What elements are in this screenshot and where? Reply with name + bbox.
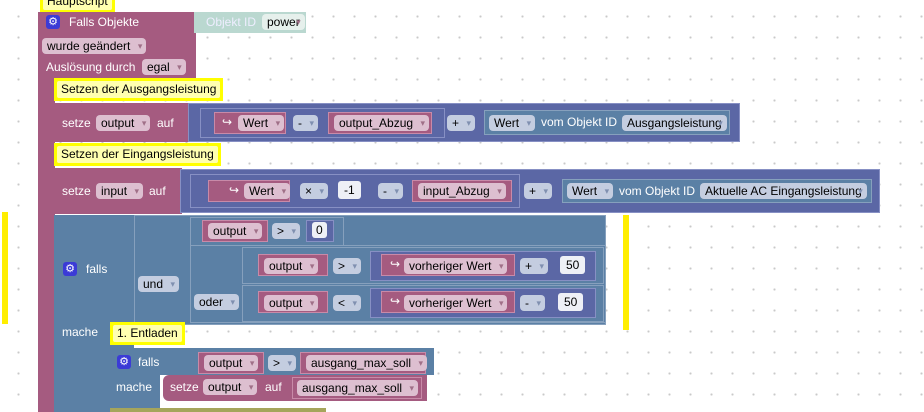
variable-dropdown[interactable]: output (204, 355, 259, 371)
object-id-value[interactable]: power (262, 14, 305, 30)
trigger-dropdown[interactable]: wurde geändert (42, 38, 147, 54)
mache-label: mache (116, 380, 153, 394)
event-title: Falls Objekte (69, 15, 140, 29)
object-id-value[interactable]: Aktuelle AC Eingangsleistung (700, 183, 867, 199)
auf-label: auf (265, 380, 282, 394)
attribute-dropdown[interactable]: Wert (489, 115, 536, 131)
gear-icon[interactable]: ⚙ (117, 355, 131, 369)
event-block-spine (38, 80, 55, 412)
gear-icon[interactable]: ⚙ (63, 262, 77, 276)
number-field[interactable]: -1 (338, 181, 361, 199)
falls-label: falls (138, 355, 160, 369)
variable-dropdown[interactable]: output (96, 115, 151, 131)
variable-dropdown[interactable]: output (264, 295, 319, 311)
setze-label: setze (170, 380, 199, 394)
if-block-nested-body (110, 374, 160, 412)
compare-operator-dropdown[interactable]: > (272, 223, 301, 239)
value-dropdown[interactable]: Wert (238, 115, 285, 131)
comment-input[interactable]: Setzen der Eingangsleistung (54, 143, 221, 166)
number-field[interactable]: 50 (558, 293, 584, 311)
operator-dropdown[interactable]: - (520, 295, 545, 311)
comment-unload[interactable]: 1. Entladen (110, 322, 185, 345)
operator-dropdown[interactable]: - (378, 183, 403, 199)
operator-dropdown[interactable]: × (300, 183, 329, 199)
compare-operator-dropdown[interactable]: > (268, 355, 297, 371)
compare-operator-dropdown[interactable]: < (333, 295, 362, 311)
object-id-label: vom Objekt ID (619, 184, 696, 198)
operator-dropdown[interactable]: + (524, 183, 553, 199)
value-dropdown[interactable]: vorheriger Wert (404, 258, 508, 274)
return-arrow-icon: ↪ (390, 257, 401, 271)
logic-operator-dropdown[interactable]: und (138, 276, 180, 292)
next-block-partial[interactable] (110, 408, 326, 412)
return-arrow-icon: ↪ (390, 294, 401, 308)
variable-dropdown[interactable]: input (96, 183, 144, 199)
return-arrow-icon: ↪ (222, 115, 233, 129)
number-field[interactable]: 50 (560, 256, 586, 274)
setze-label: setze (62, 116, 91, 130)
mache-label: mache (62, 325, 99, 339)
falls-label: falls (86, 262, 108, 276)
variable-dropdown[interactable]: ausgang_max_soll (297, 380, 419, 396)
logic-operator-dropdown[interactable]: oder (194, 294, 240, 310)
variable-dropdown[interactable]: input_Abzug (418, 183, 506, 199)
operator-dropdown[interactable]: - (293, 115, 318, 131)
operator-dropdown[interactable]: + (520, 258, 549, 274)
setze-label: setze (62, 184, 91, 198)
object-id-label: Objekt ID (206, 15, 257, 29)
value-dropdown[interactable]: Wert (244, 183, 291, 199)
trigger-by-dropdown[interactable]: egal (142, 59, 186, 75)
trigger-by-label: Auslösung durch (46, 60, 136, 74)
variable-dropdown[interactable]: output (208, 223, 263, 239)
value-dropdown[interactable]: vorheriger Wert (404, 295, 508, 311)
variable-dropdown[interactable]: output (203, 379, 258, 395)
object-id-value[interactable]: Ausgangsleistung (622, 115, 727, 131)
auf-label: auf (149, 184, 166, 198)
return-arrow-icon: ↪ (229, 183, 240, 197)
variable-dropdown[interactable]: ausgang_max_soll (306, 355, 428, 371)
gear-icon[interactable]: ⚙ (46, 15, 60, 29)
annotation-mark-left (2, 212, 8, 324)
attribute-dropdown[interactable]: Wert (567, 183, 614, 199)
auf-label: auf (157, 116, 174, 130)
operator-dropdown[interactable]: + (447, 115, 476, 131)
variable-dropdown[interactable]: output_Abzug (334, 115, 430, 131)
annotation-mark-right (623, 215, 629, 330)
compare-operator-dropdown[interactable]: > (333, 258, 362, 274)
comment-main[interactable]: Hauptscript (40, 0, 115, 13)
comment-output[interactable]: Setzen der Ausgangsleistung (54, 78, 224, 101)
object-id-label: vom Objekt ID (541, 115, 618, 129)
variable-dropdown[interactable]: output (264, 258, 319, 274)
number-field[interactable]: 0 (312, 222, 327, 238)
